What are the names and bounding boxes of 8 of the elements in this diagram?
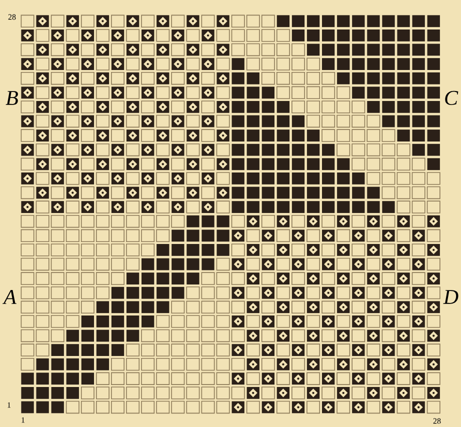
number-label: 28 <box>433 418 441 424</box>
letter-label: C <box>445 90 458 106</box>
number-label: 1 <box>8 402 11 408</box>
letter-label: A <box>2 290 16 304</box>
letter-label: B <box>6 91 18 105</box>
letter-label: D <box>443 290 458 304</box>
number-label: 28 <box>8 14 16 20</box>
number-label: 1 <box>22 417 25 423</box>
